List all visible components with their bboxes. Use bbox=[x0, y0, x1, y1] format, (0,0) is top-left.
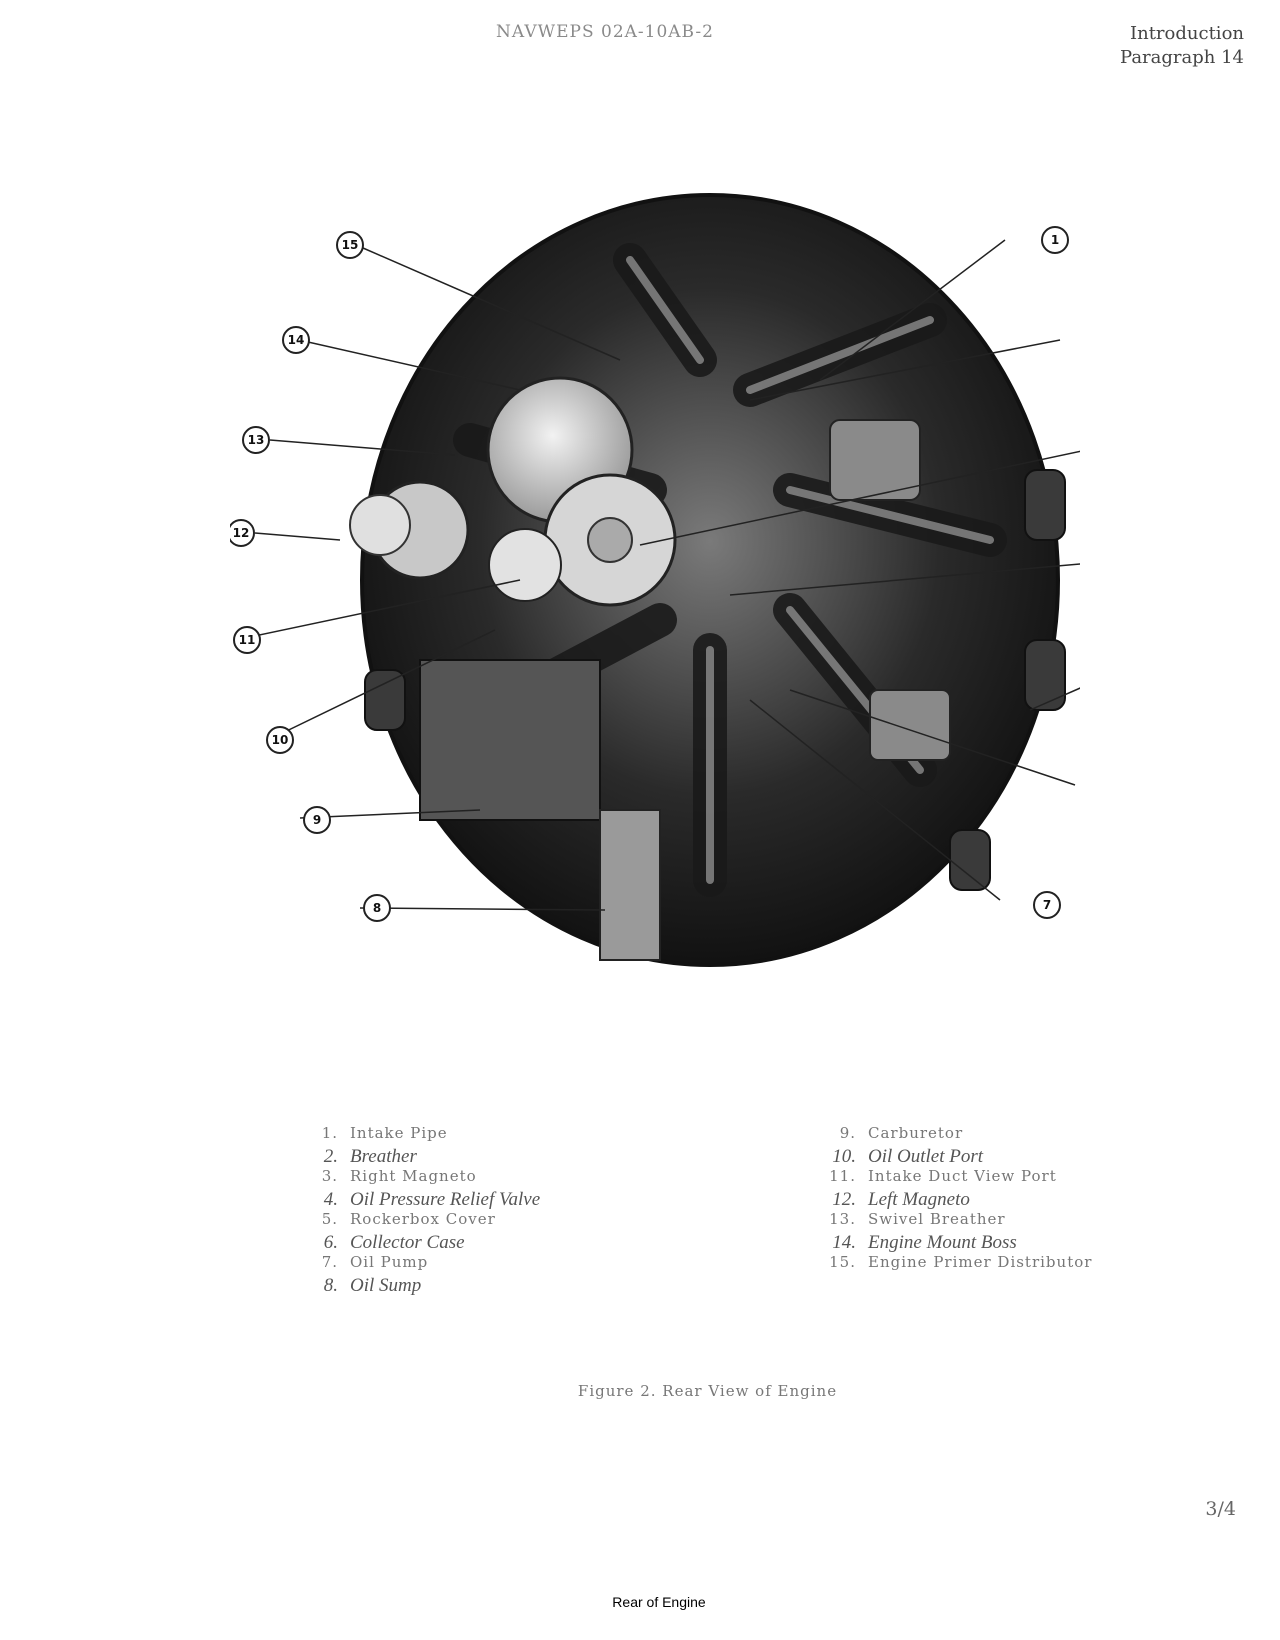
legend-number: 3. bbox=[321, 1167, 338, 1185]
paragraph-ref: Paragraph 14 bbox=[1120, 47, 1244, 68]
legend-label: Engine Mount Boss bbox=[868, 1231, 1017, 1253]
callout-label: 11 bbox=[239, 633, 256, 647]
legend-number: 11. bbox=[829, 1167, 856, 1185]
legend-number: 12. bbox=[832, 1188, 856, 1210]
legend-label: Oil Pressure Relief Valve bbox=[350, 1188, 541, 1210]
legend-item: 9. Carburetor bbox=[818, 1124, 1092, 1146]
callout-label: 14 bbox=[288, 333, 305, 347]
legend-number: 7. bbox=[321, 1253, 338, 1271]
legend-number: 8. bbox=[323, 1274, 338, 1296]
callout-label: 13 bbox=[248, 433, 265, 447]
legend-item: 15. Engine Primer Distributor bbox=[818, 1253, 1092, 1275]
callout-markers bbox=[230, 226, 1069, 922]
legend-number: 9. bbox=[839, 1124, 856, 1142]
callout-label: 15 bbox=[342, 238, 359, 252]
legend-label: Oil Sump bbox=[350, 1274, 422, 1296]
document-number: NAVWEPS 02A-10AB-2 bbox=[496, 22, 714, 42]
section-heading: Introduction Paragraph 14 bbox=[1120, 22, 1244, 70]
legend-number: 2. bbox=[323, 1145, 338, 1167]
engine-illustration: 1 2 3 4 5 6 7 8 9 10 11 12 13 14 15 bbox=[230, 193, 1080, 967]
legend-item: 6. Collector Case bbox=[300, 1232, 540, 1254]
legend-number: 10. bbox=[832, 1145, 856, 1167]
legend-item: 11. Intake Duct View Port bbox=[818, 1167, 1092, 1189]
legend-item: 7. Oil Pump bbox=[300, 1253, 540, 1275]
section-title: Introduction bbox=[1130, 23, 1244, 44]
figure-caption: Figure 2. Rear View of Engine bbox=[577, 1382, 838, 1400]
legend-label: Intake Duct View Port bbox=[868, 1167, 1057, 1185]
legend-label: Collector Case bbox=[350, 1231, 465, 1253]
footer-label: Rear of Engine bbox=[612, 1594, 706, 1610]
legend-label: Left Magneto bbox=[868, 1188, 970, 1210]
legend-number: 15. bbox=[829, 1253, 856, 1271]
legend-item: 10. Oil Outlet Port bbox=[818, 1146, 1092, 1168]
page-number: 3/4 bbox=[1205, 1498, 1236, 1520]
callout-label: 8 bbox=[373, 901, 381, 915]
legend-label: Carburetor bbox=[868, 1124, 964, 1142]
legend-label: Swivel Breather bbox=[868, 1210, 1006, 1228]
callout-label: 7 bbox=[1043, 898, 1051, 912]
legend-label: Rockerbox Cover bbox=[350, 1210, 496, 1228]
legend-label: Oil Outlet Port bbox=[868, 1145, 984, 1167]
callout-label: 9 bbox=[313, 813, 321, 827]
legend-item: 8. Oil Sump bbox=[300, 1275, 540, 1297]
legend-item: 13. Swivel Breather bbox=[818, 1210, 1092, 1232]
legend-column-right: 9. Carburetor 10. Oil Outlet Port 11. Intak… bbox=[818, 1124, 1092, 1275]
callout-label: 1 bbox=[1051, 233, 1059, 247]
legend-number: 14. bbox=[832, 1231, 856, 1253]
legend-number: 6. bbox=[323, 1231, 338, 1253]
legend-label: Right Magneto bbox=[350, 1167, 477, 1185]
legend-label: Intake Pipe bbox=[350, 1124, 448, 1142]
legend-item: 4. Oil Pressure Relief Valve bbox=[300, 1189, 540, 1211]
legend-item: 14. Engine Mount Boss bbox=[818, 1232, 1092, 1254]
legend-label: Oil Pump bbox=[350, 1253, 429, 1271]
legend-item: 2. Breather bbox=[300, 1146, 540, 1168]
legend-number: 1. bbox=[321, 1124, 338, 1142]
legend-item: 1. Intake Pipe bbox=[300, 1124, 540, 1146]
legend-label: Engine Primer Distributor bbox=[868, 1253, 1093, 1271]
callout-label: 10 bbox=[272, 733, 289, 747]
legend-item: 12. Left Magneto bbox=[818, 1189, 1092, 1211]
legend-item: 3. Right Magneto bbox=[300, 1167, 540, 1189]
legend-number: 13. bbox=[829, 1210, 856, 1228]
legend-number: 4. bbox=[323, 1188, 338, 1210]
legend-column-left: 1. Intake Pipe 2. Breather 3. Right Magneto… bbox=[300, 1124, 540, 1296]
legend-label: Breather bbox=[350, 1145, 417, 1167]
callout-label: 12 bbox=[233, 526, 250, 540]
legend-item: 5. Rockerbox Cover bbox=[300, 1210, 540, 1232]
legend-number: 5. bbox=[321, 1210, 338, 1228]
